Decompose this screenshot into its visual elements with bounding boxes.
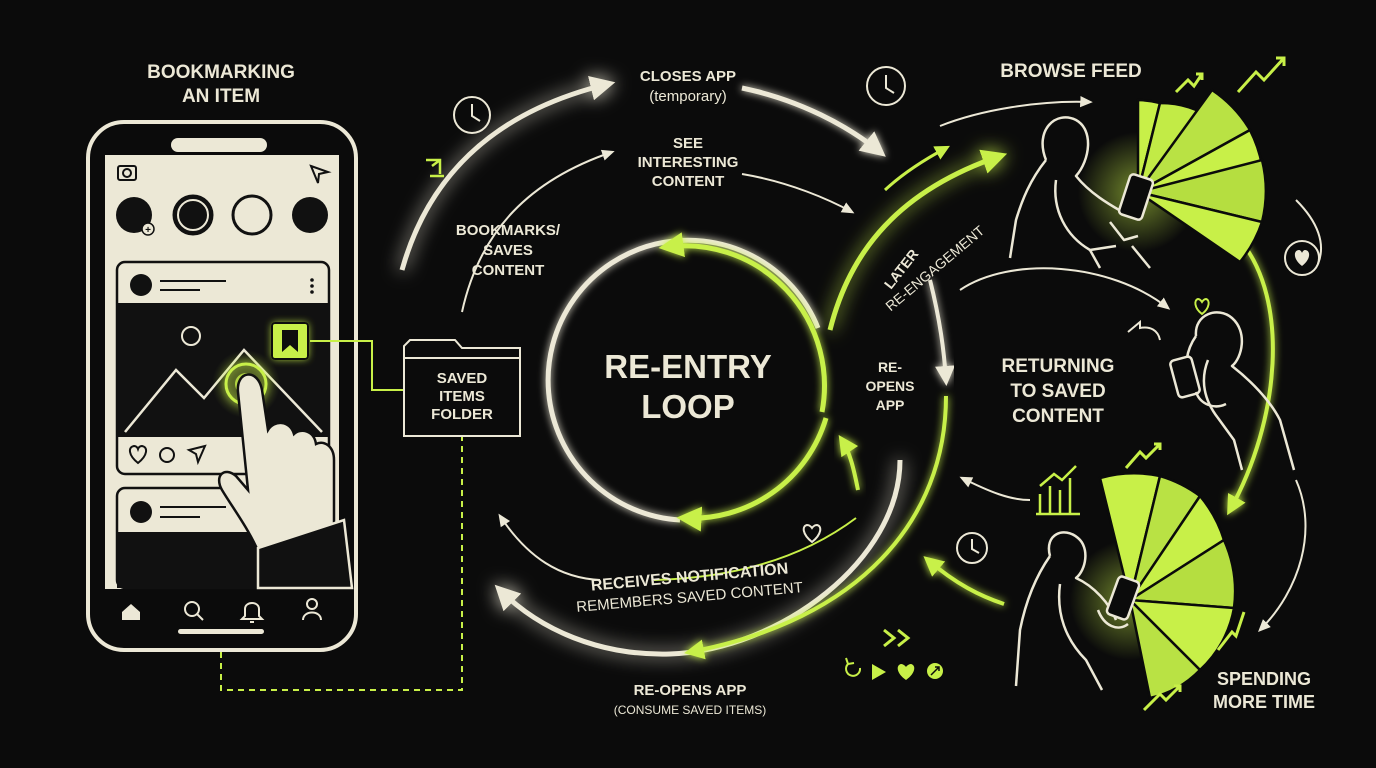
arrow-to-see-content [461, 149, 615, 313]
heart-icon [1194, 297, 1210, 316]
heart-icon [897, 664, 915, 680]
bottom-nav [122, 598, 322, 623]
folder-label-line3: FOLDER [431, 406, 493, 423]
see-content-line3: CONTENT [652, 173, 725, 190]
phone-device-icon [1117, 173, 1155, 221]
trend-up-icon [1174, 72, 1204, 94]
folder-label-line1: SAVED [437, 370, 488, 387]
arrow-to-closes-app [399, 75, 616, 271]
arrow-notification [653, 517, 857, 581]
share-icon [927, 663, 943, 679]
see-content-line1: SEE [673, 135, 703, 152]
reopens-short-line1: RE- [878, 359, 902, 375]
profile-icon[interactable] [302, 598, 322, 621]
arrow-right-bottom [1258, 479, 1307, 632]
phone-device-icon [1105, 575, 1141, 621]
bookmark-icon[interactable] [271, 322, 309, 360]
arrow-spending-back [923, 556, 1005, 606]
heart-icon[interactable] [128, 444, 148, 465]
pointing-hand [217, 373, 354, 590]
trend-up-icon [1142, 684, 1182, 712]
clock-icon [956, 532, 988, 564]
arrow-see-content-out [741, 173, 855, 214]
clock-icon [453, 96, 491, 134]
spending-line1: SPENDING [1217, 669, 1311, 689]
share-icon[interactable] [186, 444, 207, 466]
heart-icon [1284, 240, 1320, 276]
trend-up-icon [1124, 442, 1162, 469]
see-content-line2: INTERESTING [638, 154, 739, 171]
arrow-notification-left [498, 513, 601, 581]
person-browsing [1008, 116, 1155, 269]
reopens-short-line3: APP [876, 397, 905, 413]
trend-up-icon [1216, 611, 1246, 651]
person-spending-time [1014, 531, 1141, 691]
feed-fan-top [1078, 88, 1267, 264]
play-icon [872, 664, 886, 680]
home-icon[interactable] [122, 604, 140, 620]
comment-icon[interactable] [159, 447, 175, 463]
closes-app-label: CLOSES APP [640, 68, 736, 85]
phone-notch [171, 138, 267, 152]
story-avatar[interactable] [231, 194, 273, 236]
phone-title-line2: AN ITEM [182, 86, 260, 107]
svg-text:+: + [145, 225, 151, 236]
loop-title-line2: LOOP [641, 388, 735, 425]
replay-icon [845, 657, 862, 677]
phone-title-line1: BOOKMARKING [147, 62, 295, 83]
search-icon[interactable] [184, 601, 204, 621]
arrow-later-reengagement [827, 149, 1008, 331]
expand-arrow-icon [426, 158, 442, 174]
arrow-small-lime [883, 145, 950, 192]
bar-chart-icon [1036, 465, 1080, 516]
loop-arrow-cream [545, 237, 821, 523]
trend-up-icon [1236, 56, 1286, 94]
arrow-closes-app-out [741, 85, 886, 157]
returning-line1: RETURNING [1002, 356, 1115, 377]
returning-line3: CONTENT [1012, 406, 1104, 427]
arrow-from-spending [959, 476, 1031, 501]
story-avatar[interactable] [292, 197, 328, 233]
folder-label-line2: ITEMS [439, 388, 485, 405]
camera-icon[interactable] [117, 165, 137, 181]
reopens-short-line2: OPENS [865, 378, 914, 394]
closes-app-note: (temporary) [649, 88, 727, 105]
loop-title-line1: RE-ENTRY [604, 348, 771, 385]
reopens-app-note: (CONSUME SAVED ITEMS) [614, 703, 766, 717]
arrow-to-browse-feed [939, 96, 1093, 127]
story-avatar[interactable] [116, 197, 152, 233]
bookmarks-line3: CONTENT [472, 262, 545, 279]
bookmark-to-folder-line [310, 340, 404, 391]
loop-arrow-lime-top [658, 232, 827, 413]
loop-arrow-lime-bottom [676, 417, 829, 532]
arrow-right-side-down [1227, 238, 1275, 516]
saved-items-folder[interactable]: SAVED ITEMS FOLDER [403, 339, 521, 437]
browse-feed-label: BROWSE FEED [1000, 61, 1141, 82]
returning-line2: TO SAVED [1010, 381, 1105, 402]
bell-icon[interactable] [239, 602, 265, 623]
reopens-app-label: RE-OPENS APP [634, 682, 747, 699]
bookmarks-line2: SAVES [483, 242, 533, 259]
arrow-reopens-app [494, 459, 903, 657]
send-icon[interactable] [309, 164, 332, 184]
arrow-down-to-returning [928, 279, 956, 386]
arrow-to-returning-person [959, 267, 1171, 310]
loop-arrows [399, 75, 1322, 660]
phone-illustration: BOOKMARKING AN ITEM + [86, 62, 358, 652]
spending-line2: MORE TIME [1213, 692, 1315, 712]
home-indicator [178, 629, 264, 634]
back-arrow-icon [1127, 319, 1161, 341]
stories-row: + [116, 194, 328, 236]
heart-icon [802, 523, 822, 544]
clock-icon [866, 66, 906, 106]
feed-fan-bottom [1070, 472, 1237, 700]
bookmarks-line1: BOOKMARKS/ [456, 222, 561, 239]
folder-dashed-link [220, 436, 463, 691]
arrow-reopens-lime [684, 395, 948, 660]
person-returning [1169, 311, 1296, 471]
fast-forward-icon [883, 628, 911, 648]
phone-device-icon [1169, 355, 1201, 399]
arrow-reopens-short [838, 435, 860, 491]
